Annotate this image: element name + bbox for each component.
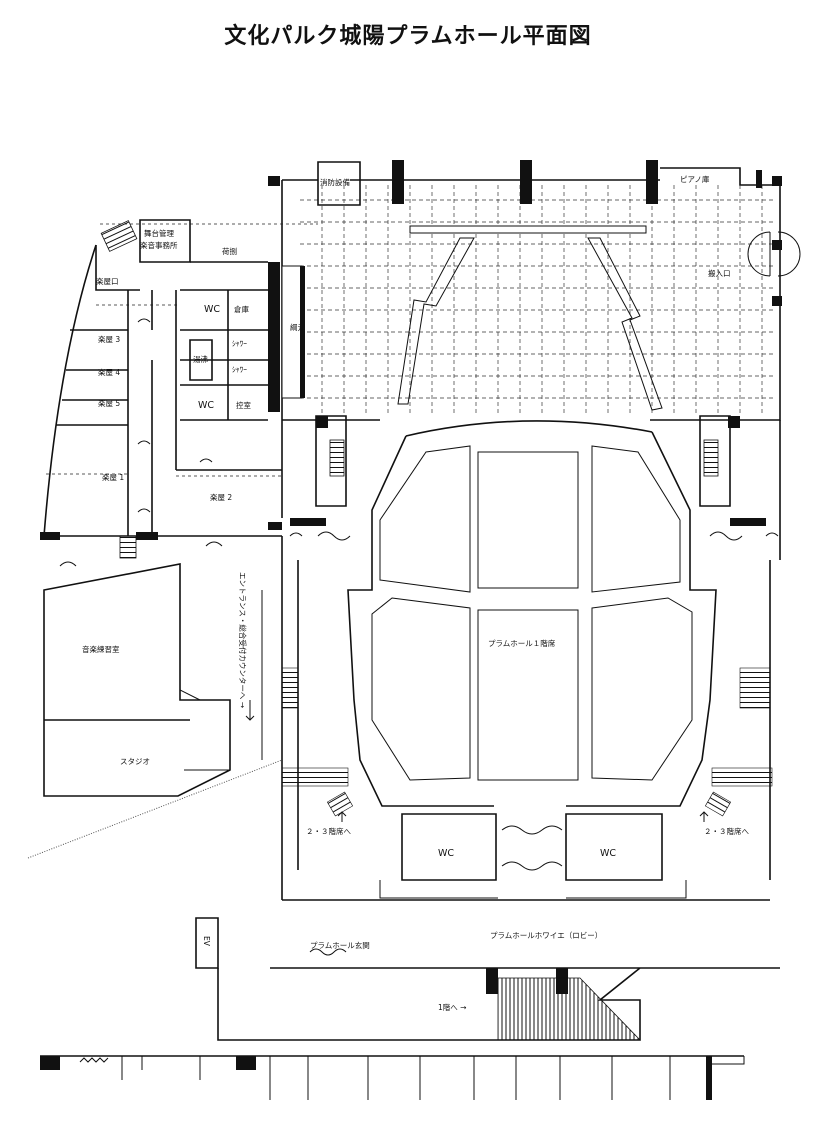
label-hall-entrance: プラムホール玄関 [310, 940, 370, 950]
label-to-1f: 1階へ → [438, 1002, 466, 1012]
label-wc-left: WC [438, 848, 454, 859]
label-hikae: 控室 [236, 400, 251, 410]
label-stage-mgmt-2: 楽音事務所 [140, 240, 178, 250]
label-warehouse: 倉庫 [234, 304, 249, 314]
seat-block-1 [379, 445, 471, 593]
label-wc-mid: WC [198, 400, 214, 411]
label-shower-1: ｼｬﾜｰ [232, 339, 247, 348]
label-studio: スタジオ [120, 757, 150, 766]
bottom-strip [40, 1055, 745, 1100]
label-stage-mgmt-1: 舞台管理 [144, 228, 174, 238]
label-hall-1f-seats: プラムホール１階席 [488, 638, 556, 648]
label-music-practice: 音楽練習室 [82, 644, 120, 654]
seat-block-5 [477, 609, 579, 781]
label-ev: EV [202, 936, 211, 947]
seat-block-2 [477, 451, 579, 589]
auditorium [281, 415, 781, 900]
backstage-area [40, 219, 318, 559]
label-wc-right: WC [600, 848, 616, 859]
label-dressing-1: 楽屋 1 [102, 472, 124, 482]
lower-left-rooms [27, 541, 283, 859]
label-loading-entrance: 搬入口 [708, 268, 731, 278]
label-kyuto: 湯沸 [193, 354, 208, 364]
page-title: 文化パルク城陽プラムホール平面図 [224, 23, 592, 49]
label-dressing-2: 楽屋 2 [210, 492, 232, 502]
foyer-area [195, 813, 780, 1041]
label-wc-top: WC [204, 304, 220, 315]
label-fly-gallery: 綱元 [290, 322, 305, 332]
label-shower-2: ｼｬﾜｰ [232, 365, 247, 374]
seat-block-6 [591, 597, 693, 781]
label-to-23f-right: ２・３階席へ [704, 826, 749, 836]
stage-area [268, 160, 801, 518]
label-piano-storage: ピアノ庫 [680, 174, 710, 184]
label-dressing-3: 楽屋 3 [98, 334, 120, 344]
stage-grid [300, 185, 775, 415]
label-storage-yard: 荷捌 [222, 246, 237, 256]
label-dressing-5: 楽屋 5 [98, 398, 120, 408]
seat-block-4 [371, 597, 471, 781]
label-foyer: プラムホールホワイエ（ロビー） [490, 931, 602, 940]
label-fire-equipment: 消防設備 [320, 177, 350, 187]
label-dressing-entrance: 楽屋口 [96, 276, 119, 286]
seat-block-3 [591, 445, 681, 593]
label-dressing-4: 楽屋 4 [98, 367, 120, 377]
label-to-23f-left: ２・３階席へ [306, 826, 351, 836]
label-entrance-note: エントランス・総合受付カウンターへ → [238, 572, 248, 708]
